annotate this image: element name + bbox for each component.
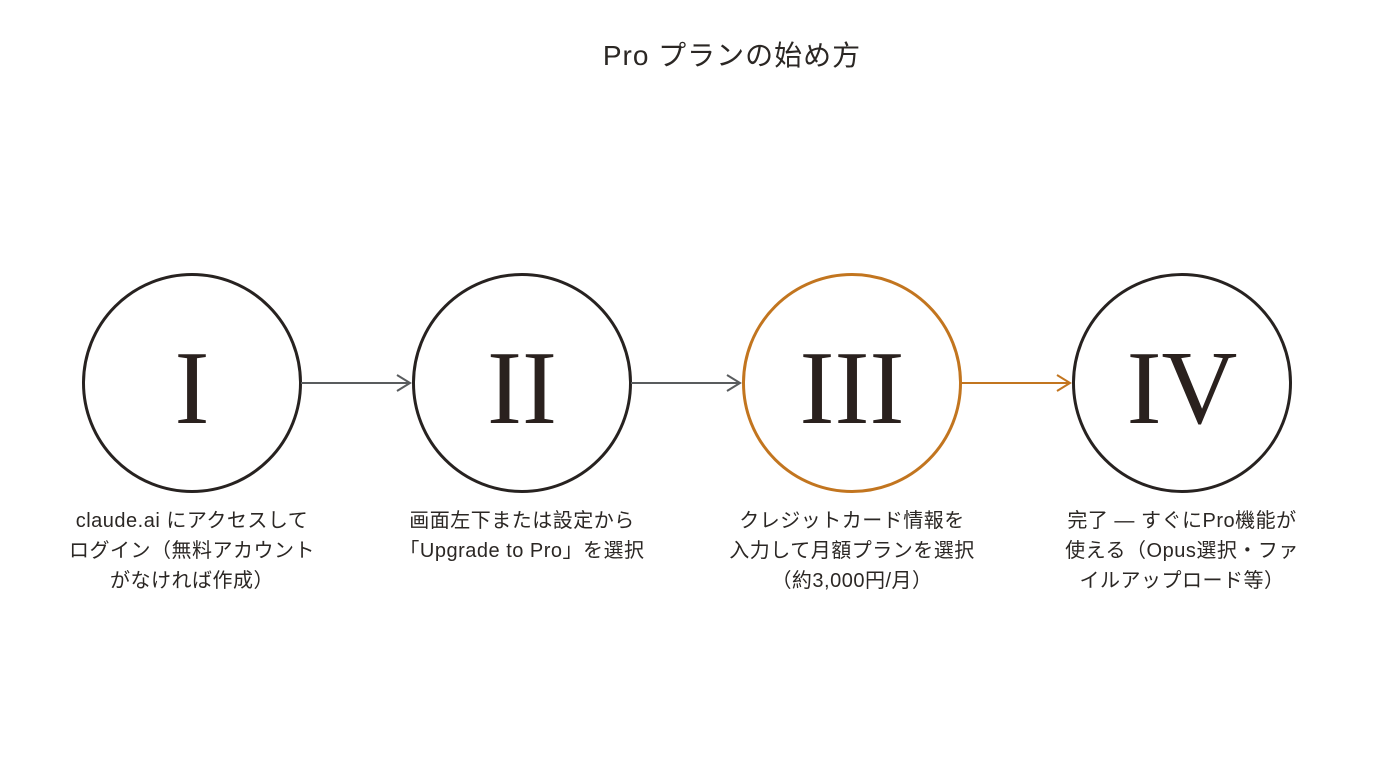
step-2-caption: 画面左下または設定から 「Upgrade to Pro」を選択 bbox=[399, 510, 645, 562]
step-2-numeral: II bbox=[487, 328, 557, 446]
step-1-caption: claude.ai にアクセスして ログイン（無料アカウント がなければ作成） bbox=[69, 510, 315, 592]
step-1-numeral: I bbox=[174, 328, 210, 446]
step-1-circle: I bbox=[82, 273, 302, 493]
connector-arrow-1 bbox=[301, 374, 412, 392]
connector-arrow-2 bbox=[631, 374, 742, 392]
step-3-caption: クレジットカード情報を 入力して月額プランを選択 （約3,000円/月） bbox=[729, 510, 975, 592]
connector-arrow-3 bbox=[961, 374, 1072, 392]
diagram-title: Pro プランの始め方 bbox=[602, 40, 862, 71]
step-3-numeral: III bbox=[799, 328, 905, 446]
step-2-circle: II bbox=[412, 273, 632, 493]
step-3-circle-highlighted: III bbox=[742, 273, 962, 493]
step-4-circle: IV bbox=[1072, 273, 1292, 493]
step-4-numeral: IV bbox=[1126, 328, 1238, 446]
step-4-caption: 完了 — すぐにPro機能が 使える（Opus選択・ファ イルアップロード等） bbox=[1065, 510, 1299, 592]
